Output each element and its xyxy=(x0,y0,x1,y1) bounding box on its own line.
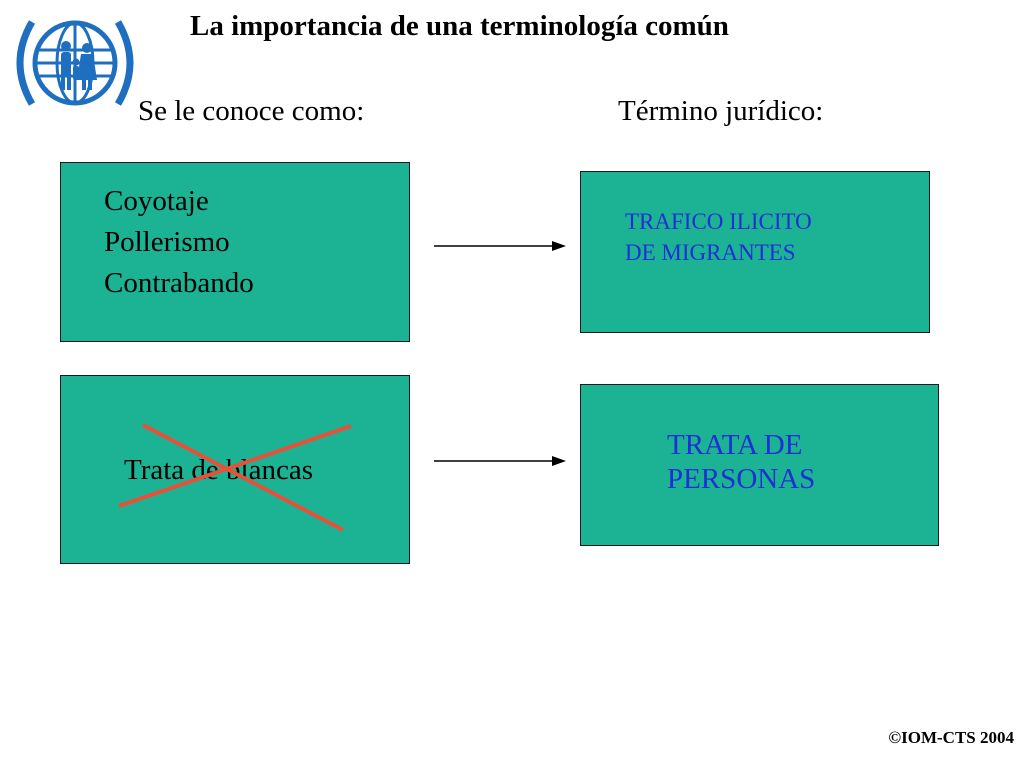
arrow-right-icon xyxy=(434,456,566,466)
colloquial-term: Coyotaje xyxy=(104,185,209,217)
iom-logo-icon xyxy=(16,20,134,106)
legal-term: TRAFICO ILICITO DE MIGRANTES xyxy=(625,209,812,265)
legal-term: TRATA DE PERSONAS xyxy=(667,429,816,495)
arrow-right-icon xyxy=(434,241,566,251)
colloquial-term-list: Coyotaje Pollerismo Contrabando xyxy=(104,181,254,304)
colloquial-terms-box-smuggling: Coyotaje Pollerismo Contrabando xyxy=(60,162,410,342)
legal-term-box-trafficking: TRATA DE PERSONAS xyxy=(580,384,939,546)
heading-legal: Término jurídico: xyxy=(618,95,824,127)
colloquial-term: Contrabando xyxy=(104,267,254,299)
slide-title: La importancia de una terminología común xyxy=(190,10,729,42)
heading-colloquial: Se le conoce como: xyxy=(138,95,365,127)
colloquial-terms-box-trafficking: Trata de blancas xyxy=(60,375,410,564)
colloquial-term: Pollerismo xyxy=(104,226,230,258)
legal-term-box-smuggling: TRAFICO ILICITO DE MIGRANTES xyxy=(580,171,930,333)
cross-out-icon xyxy=(118,423,352,532)
copyright: ©IOM-CTS 2004 xyxy=(888,728,1014,747)
